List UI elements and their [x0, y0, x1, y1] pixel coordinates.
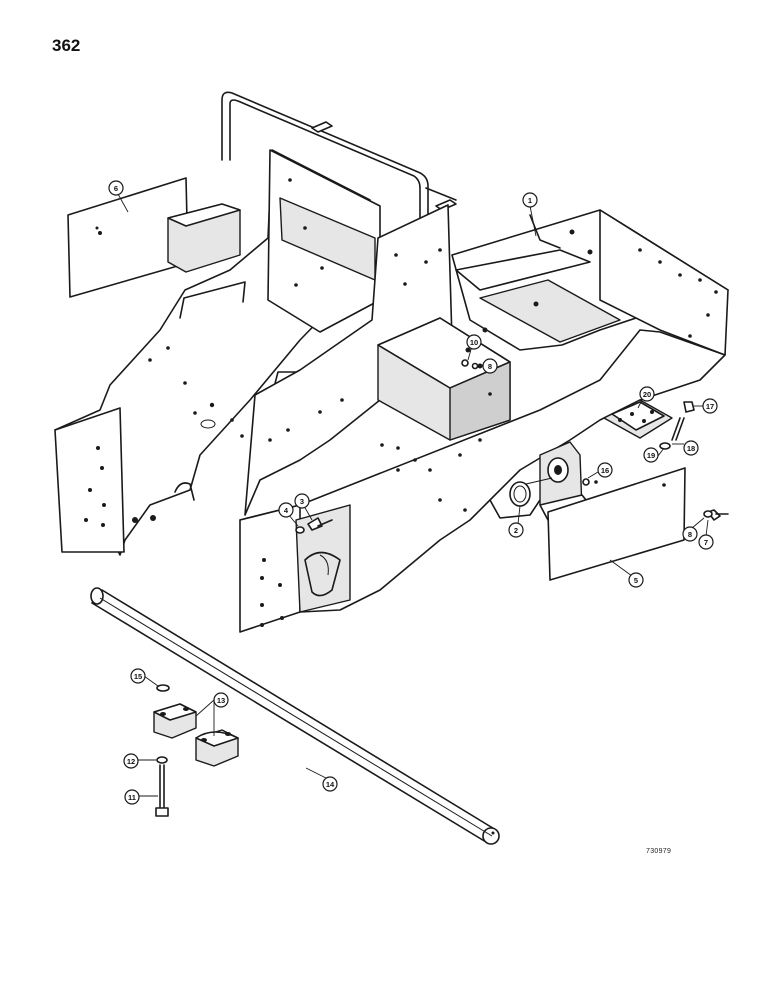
callout-15: 15	[130, 668, 146, 684]
hardware-bolts	[295, 359, 729, 534]
callout-label: 6	[114, 184, 118, 193]
callout-11: 11	[124, 789, 140, 805]
callout-8-upper: 8	[482, 358, 498, 374]
callout-4: 4	[278, 502, 294, 518]
drawing-number: 730979	[646, 848, 672, 855]
clamp-assembly	[153, 684, 239, 817]
long-shaft	[90, 587, 500, 845]
callout-8-lower: 8	[682, 526, 698, 542]
center-upper-panel	[267, 149, 381, 333]
callout-label: 4	[284, 506, 289, 515]
callout-18: 18	[683, 440, 699, 456]
callout-label: 16	[601, 466, 609, 475]
rear-frame	[451, 209, 729, 356]
leader-lines	[117, 193, 709, 797]
callout-1: 1	[522, 192, 538, 208]
callout-label: 8	[688, 530, 692, 539]
callout-12: 12	[123, 753, 139, 769]
callout-6: 6	[108, 180, 124, 196]
callout-label: 14	[326, 780, 335, 789]
callout-3: 3	[294, 493, 310, 509]
callout-label: 17	[706, 402, 714, 411]
callout-label: 8	[488, 362, 492, 371]
right-cover-plate	[547, 467, 686, 581]
callout-2: 2	[508, 522, 524, 538]
callout-label: 15	[134, 672, 142, 681]
callout-17: 17	[702, 398, 718, 414]
callout-14: 14	[322, 776, 338, 792]
left-fender-box	[167, 203, 241, 273]
right-fender-box	[377, 317, 511, 441]
callout-label: 10	[470, 338, 478, 347]
callout-label: 5	[634, 576, 638, 585]
callout-19: 19	[643, 447, 659, 463]
callout-20: 20	[639, 386, 655, 402]
callout-label: 1	[528, 196, 532, 205]
callout-5: 5	[628, 572, 644, 588]
callout-16: 16	[597, 462, 613, 478]
callout-label: 12	[127, 757, 135, 766]
callout-label: 13	[217, 696, 225, 705]
callout-7: 7	[698, 534, 714, 550]
pivot-bracket	[509, 441, 591, 521]
callout-label: 19	[647, 451, 655, 460]
callout-10: 10	[466, 334, 482, 350]
callout-label: 7	[704, 538, 708, 547]
callout-label: 20	[643, 390, 651, 399]
callout-label: 18	[687, 444, 695, 453]
callout-label: 2	[514, 526, 518, 535]
page-number: 362	[52, 36, 81, 55]
lower-main-frame	[239, 329, 726, 633]
callout-label: 3	[300, 497, 304, 506]
callout-13: 13	[213, 692, 229, 708]
callout-label: 11	[128, 793, 136, 802]
mount-plate	[603, 399, 673, 439]
